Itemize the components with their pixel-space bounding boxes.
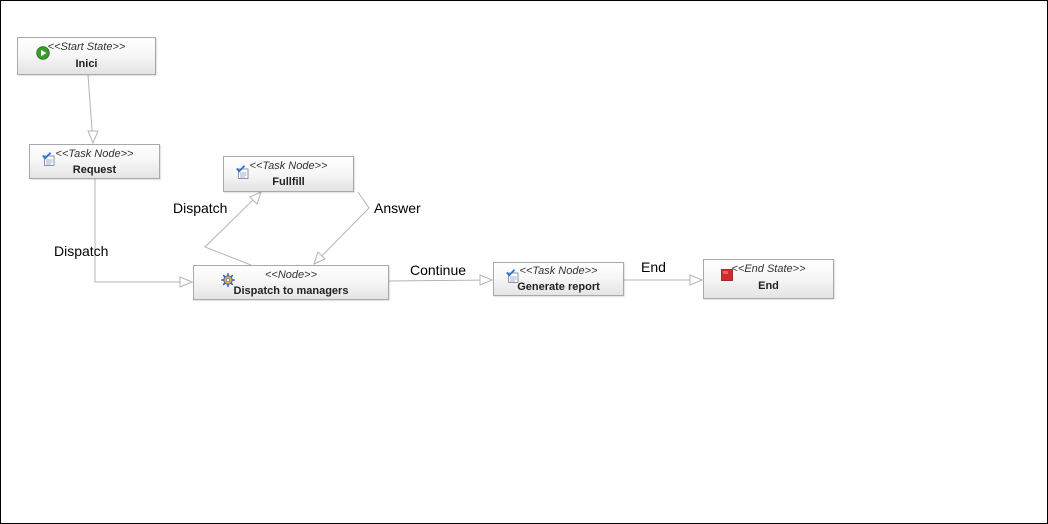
task-icon xyxy=(506,269,519,283)
node-dispatch-to-managers[interactable]: <<Node>> Dispatch to managers xyxy=(193,265,389,300)
transition-label-dispatch-request: Dispatch xyxy=(54,243,109,259)
node-stereotype: <<Task Node>> xyxy=(249,160,328,172)
node-name: Request xyxy=(72,164,117,176)
node-stereotype: <<Node>> xyxy=(265,269,317,281)
task-node-fullfill[interactable]: <<Task Node>> Fullfill xyxy=(223,156,354,192)
task-icon xyxy=(236,165,249,179)
node-name: Generate report xyxy=(517,281,600,293)
transition-dispatch-fullfill[interactable] xyxy=(204,191,262,266)
task-node-generate-report[interactable]: <<Task Node>> Generate report xyxy=(493,262,624,296)
transition-label-answer: Answer xyxy=(374,200,421,216)
transition-request-dispatch[interactable] xyxy=(94,179,192,283)
transition-dispatch-report[interactable] xyxy=(388,279,493,282)
transition-fullfill-dispatch[interactable] xyxy=(313,191,370,265)
node-name: Dispatch to managers xyxy=(233,285,349,297)
arrowhead-fullfill xyxy=(249,191,262,205)
node-name: End xyxy=(758,280,779,292)
arrowhead-dispatch-top xyxy=(313,251,326,265)
arrowhead-end xyxy=(689,274,704,286)
transition-label-dispatch-fullfill: Dispatch xyxy=(173,200,228,216)
node-stereotype: <<Task Node>> xyxy=(55,148,134,160)
end-icon xyxy=(721,269,733,281)
transition-label-end: End xyxy=(641,259,666,275)
end-state-end[interactable]: <<End State>> End xyxy=(703,259,834,299)
node-stereotype: <<End State>> xyxy=(731,263,806,275)
gear-icon xyxy=(221,273,235,287)
task-icon xyxy=(42,152,55,166)
arrowhead-report xyxy=(479,274,494,286)
node-name: Fullfill xyxy=(272,176,305,188)
node-stereotype: <<Task Node>> xyxy=(519,265,598,277)
start-icon xyxy=(36,46,50,60)
node-name: Inici xyxy=(75,58,98,70)
transition-label-continue: Continue xyxy=(410,262,467,278)
node-stereotype: <<Start State>> xyxy=(47,41,126,53)
arrowhead-request xyxy=(87,130,99,145)
arrowhead-dispatch-left xyxy=(179,276,194,288)
task-node-request[interactable]: <<Task Node>> Request xyxy=(29,144,160,179)
start-state-inici[interactable]: <<Start State>> Inici xyxy=(17,37,156,75)
